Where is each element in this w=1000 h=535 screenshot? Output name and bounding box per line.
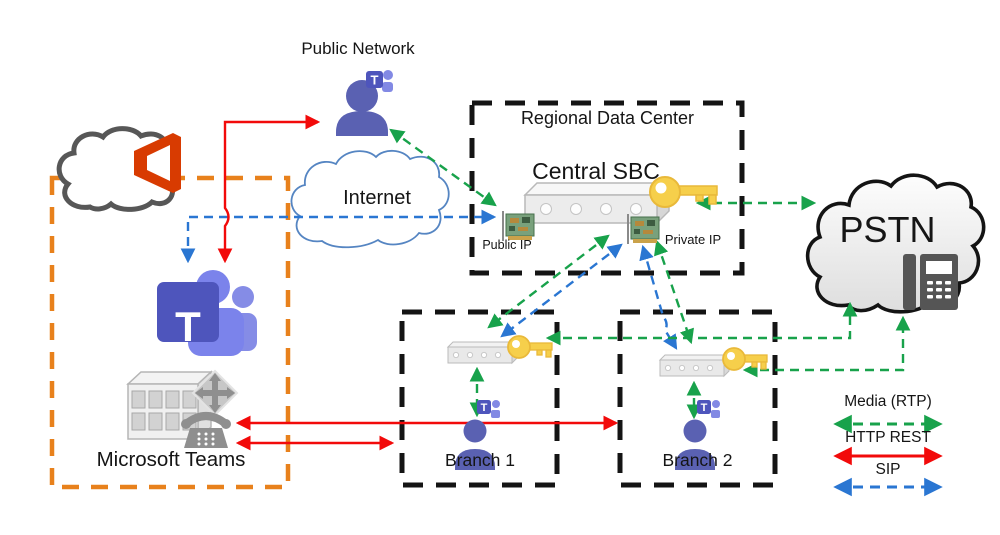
branch2-sbc-key-icon [722, 347, 768, 371]
branch1-box [399, 309, 560, 488]
sip-central-sbc-to-branch2-arrow [639, 244, 678, 350]
teams-logo-icon: T [157, 270, 257, 356]
svg-text:T: T [481, 402, 488, 414]
branch1-label: Branch 1 [444, 450, 516, 470]
sip-teams-to-central-sbc-arrow [180, 209, 497, 264]
office365-logo-icon [134, 133, 181, 193]
sip-central-sbc-to-branch1-arrow [500, 243, 623, 338]
branch2-label: Branch 2 [662, 450, 733, 470]
public-network-user-icon: T [336, 70, 393, 136]
central-sbc-label: Central SBC [532, 158, 660, 184]
svg-text:T: T [371, 73, 379, 88]
legend-media-label: Media (RTP) [844, 393, 932, 410]
internet-label: Internet [343, 187, 411, 209]
legend-sip-label: SIP [875, 461, 901, 478]
central-sbc-key-icon [649, 176, 718, 208]
branch1-sbc-appliance [446, 340, 519, 365]
regional-data-center-label: Regional Data Center [520, 108, 695, 128]
private-ip-nic-icon [627, 214, 660, 244]
pstn-label: PSTN [839, 209, 936, 250]
branch2-sbc-appliance [658, 353, 731, 378]
media-central-sbc-to-branch2-arrow [654, 239, 694, 345]
branch1-sbc-key-icon [507, 335, 553, 359]
media-public-network-to-central-sbc-arrow [389, 128, 497, 207]
private-ip-label: Private IP [664, 232, 722, 247]
media-branch2-to-pstn-arrow [742, 315, 911, 378]
svg-text:T: T [701, 402, 708, 414]
public-network-label: Public Network [301, 39, 415, 58]
public-ip-label: Public IP [482, 238, 532, 252]
media-branch1-to-pstn-arrow [545, 301, 858, 346]
microsoft-teams-label: Microsoft Teams [96, 448, 246, 471]
legend-arrows [833, 414, 943, 497]
branch2-user-icon: T [675, 400, 720, 470]
desk-phone-icon [903, 254, 958, 310]
legend-http-label: HTTP REST [845, 429, 931, 446]
svg-text:T: T [175, 303, 201, 350]
move-arrows-icon [191, 369, 239, 417]
public-ip-nic-icon [502, 211, 535, 241]
http-teams-to-public-network-arrow [217, 114, 321, 264]
office-phone-icon [181, 412, 231, 448]
building-icon [126, 369, 239, 448]
branch1-user-icon: T [455, 400, 500, 470]
